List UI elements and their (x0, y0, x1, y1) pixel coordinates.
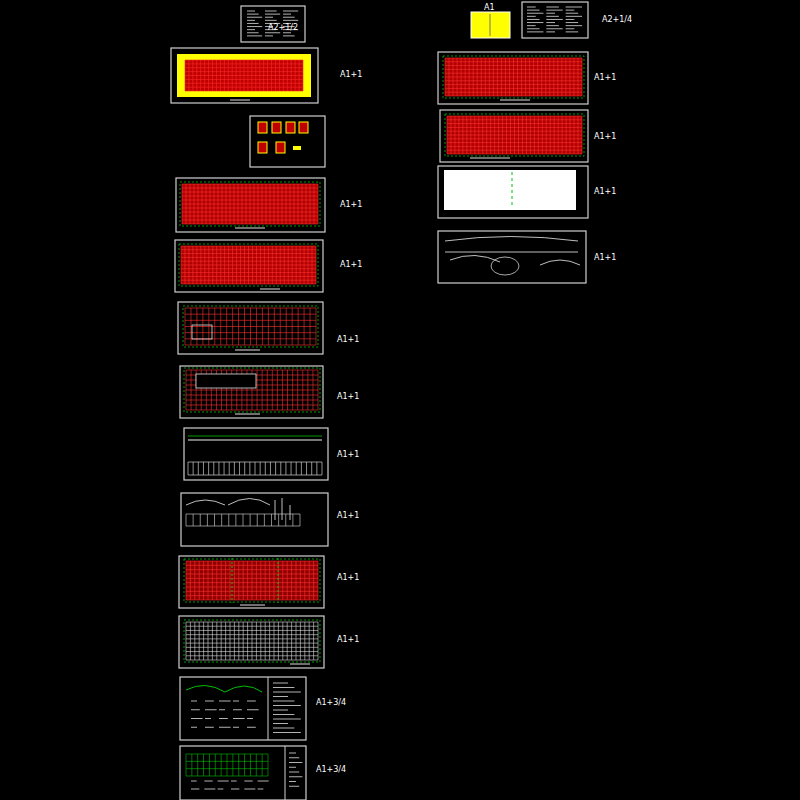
title-line (470, 158, 510, 159)
sheet-size-label: A2+1/2 (268, 24, 298, 32)
sheet-size-label: A1+3/4 (316, 699, 346, 707)
sheet-frame (184, 428, 328, 480)
sheet-size-label: A1+1 (337, 451, 359, 459)
axis-marks (443, 56, 584, 98)
detail-figure (293, 146, 301, 150)
sheet-size-label: A1+1 (594, 254, 616, 262)
axis-marks (184, 368, 320, 412)
sheet-frame (181, 493, 328, 546)
plan-grid (185, 60, 303, 91)
title-line (235, 228, 265, 229)
sheet-frame (250, 116, 325, 167)
title-line (235, 350, 260, 351)
sheet-frame (438, 166, 588, 218)
title-line (500, 100, 530, 101)
plan-grid (186, 370, 318, 410)
notes-text (191, 781, 269, 789)
curve-plan (186, 685, 262, 692)
title-line (260, 289, 280, 290)
sheet-size-label: A1+1 (337, 336, 359, 344)
sheet-frame (180, 677, 306, 740)
sheet-frame (178, 302, 323, 354)
detail-figure (286, 122, 295, 133)
sheet-size-label: A1+1 (340, 201, 362, 209)
plan-grid (447, 116, 582, 154)
axis-marks (180, 182, 320, 226)
plan-grid (185, 308, 316, 345)
title-line (290, 664, 310, 665)
section (445, 237, 580, 266)
section (186, 514, 300, 526)
axis-marks (184, 620, 320, 662)
cover-sheet (471, 12, 510, 38)
plan-grid (186, 622, 318, 660)
sheet-size-label: A1+1 (340, 261, 362, 269)
sheet-frame (522, 2, 588, 38)
sheet-size-label: A1+1 (337, 636, 359, 644)
plan-grid (445, 58, 582, 96)
axis-marks (179, 244, 318, 286)
detail-figure (272, 122, 281, 133)
blank-plan (444, 170, 576, 210)
sheet-size-label: A2+1/4 (602, 16, 632, 24)
detail-figure (258, 142, 267, 153)
notes-text (289, 753, 302, 786)
sheet-frame (438, 52, 588, 104)
sheet-size-label: A1+1 (594, 74, 616, 82)
sheet-size-label: A1+3/4 (316, 766, 346, 774)
sheet-frame (171, 48, 318, 103)
notes-text (191, 701, 259, 727)
sheet-frame (179, 616, 324, 668)
sheet-frame (440, 110, 588, 162)
sheet-size-label: A1 (484, 4, 495, 12)
curve-plan (186, 754, 268, 776)
detail-figure (258, 122, 267, 133)
sheet-frame (438, 231, 586, 283)
sheet-frame (241, 6, 305, 42)
axis-marks (445, 114, 584, 156)
sheet-frame (180, 366, 323, 418)
axis-marks (184, 559, 320, 602)
notes-text (273, 683, 301, 733)
plan-grid (186, 561, 318, 600)
title-line (240, 605, 265, 606)
sheet-frame (176, 178, 325, 232)
plan-grid (182, 184, 318, 224)
sheet-size-label: A1+1 (337, 393, 359, 401)
notes-text (527, 7, 582, 32)
sheet-size-label: A1+1 (340, 71, 362, 79)
detail-figure (276, 142, 285, 153)
sheet-size-label: A1+1 (594, 133, 616, 141)
sheet-size-label: A1+1 (337, 512, 359, 520)
section (186, 498, 290, 520)
sheet-frame (175, 240, 323, 292)
sheet-size-label: A1+1 (337, 574, 359, 582)
title-line (235, 414, 260, 415)
sheet-frame (180, 746, 306, 800)
sheet-size-label: A1+1 (594, 188, 616, 196)
elevation (188, 436, 322, 437)
detail-figure (299, 122, 308, 133)
plan-grid (181, 246, 316, 284)
axis-marks (183, 306, 318, 347)
title-line (230, 100, 250, 101)
sheet-frame (179, 556, 324, 608)
site-fill (177, 54, 311, 97)
elevation (188, 462, 322, 475)
notes-text (247, 11, 298, 36)
